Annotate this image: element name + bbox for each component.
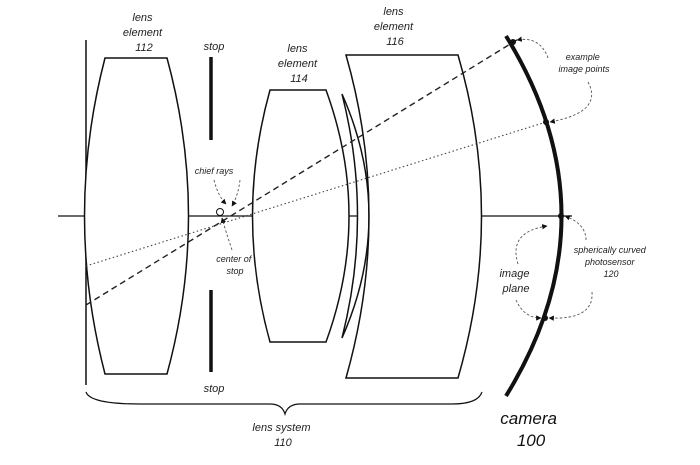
svg-text:image plane: image plane [499, 268, 532, 295]
lens-114-number: 114 [290, 73, 308, 85]
camera-label: camera [500, 409, 557, 428]
svg-text:lens element 112: lens element 112 [123, 12, 165, 54]
thin-meniscus-element [341, 93, 370, 339]
chief-ray-dashed [85, 37, 521, 306]
lens-system-number: 110 [274, 437, 292, 449]
stop-top-label: stop [204, 41, 225, 53]
lens-element-116 [345, 54, 483, 379]
lens-116-line1: lens [383, 6, 404, 18]
image-point-middle [543, 119, 549, 125]
camera-number: 100 [517, 431, 546, 450]
center-of-stop-point [216, 208, 224, 216]
leader-image-plane-upper [515, 224, 548, 265]
leader-photosensor-to-axis [564, 215, 587, 241]
lens-system-brace [85, 391, 483, 417]
leader-example-to-upper [516, 36, 549, 59]
example-points-line1: example [566, 52, 600, 62]
image-point-axis [558, 213, 564, 219]
lens-116-line2: element [374, 21, 414, 33]
svg-text:lens system 110: lens system 110 [252, 422, 313, 449]
lens-element-114 [251, 89, 350, 343]
image-point-upper [510, 39, 516, 45]
example-points-line2: image points [558, 64, 610, 74]
svg-text:example image points: example image points [558, 52, 610, 74]
lens-114-line1: lens [287, 43, 308, 55]
leader-center-of-stop [220, 217, 233, 251]
photosensor-line1: spherically curved [574, 245, 647, 255]
lens-116-number: 116 [386, 36, 404, 48]
chief-ray-dotted [85, 121, 547, 267]
image-plane-line2: plane [502, 283, 530, 295]
svg-text:camera 100: camera 100 [500, 409, 561, 450]
image-point-lower [542, 315, 548, 321]
svg-text:lens element 114: lens element 114 [278, 43, 320, 85]
image-plane-line1: image [499, 268, 529, 280]
leader-chief-rays-2 [231, 179, 241, 207]
lens-element-112 [83, 57, 190, 375]
center-of-stop-line2: stop [226, 266, 243, 276]
leader-photosensor-to-lower [548, 291, 593, 321]
lens-112-line1: lens [132, 12, 153, 24]
leader-image-plane-lower [515, 299, 542, 321]
photosensor-line2: photosensor [584, 257, 636, 267]
leader-chief-rays [213, 179, 227, 205]
lens-system-line1: lens system [252, 422, 310, 434]
leader-example-to-middle [549, 81, 593, 124]
photosensor-number: 120 [603, 269, 618, 279]
lens-114-line2: element [278, 58, 318, 70]
chief-rays-label: chief rays [195, 166, 234, 176]
lens-112-number: 112 [135, 42, 153, 54]
lens-112-line2: element [123, 27, 163, 39]
svg-text:center of stop: center of stop [216, 254, 254, 276]
svg-text:spherically curved photose: spherically curved photosensor 120 [574, 245, 649, 279]
stop-bottom-label: stop [204, 383, 225, 395]
center-of-stop-line1: center of [216, 254, 253, 264]
svg-text:lens element 116: lens element 116 [374, 6, 416, 48]
